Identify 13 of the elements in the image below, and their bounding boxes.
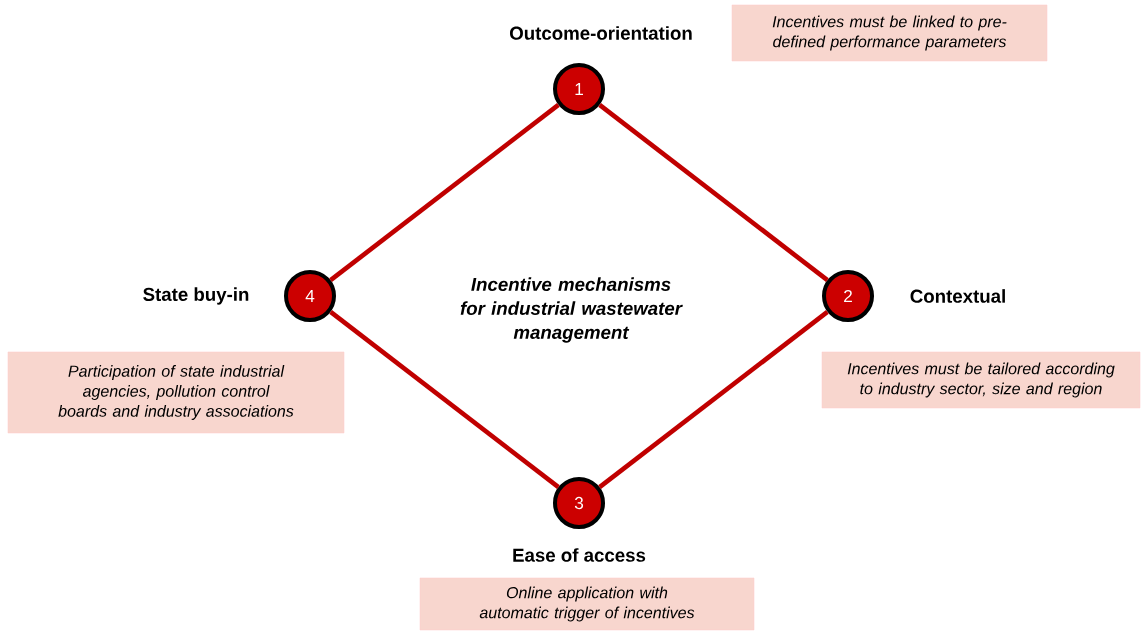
connector-line [598, 103, 829, 282]
description-box: Online application with automatic trigger of incentives [419, 577, 755, 631]
node-heading: Outcome-orientation [510, 26, 692, 40]
connector-line [329, 103, 560, 282]
node-heading: Ease of access [513, 548, 646, 562]
connector-line [329, 310, 560, 489]
description-box: Participation of state industrial agencies, pollution control boards and industry associations [7, 351, 345, 434]
center-text: Incentive mechanisms for industrial wastewater management [460, 277, 683, 343]
connector-line [598, 310, 829, 489]
node-heading: Contextual [910, 289, 1005, 303]
node-heading: State buy-in [143, 287, 249, 305]
description-box: Incentives must be linked to pre-defined performance parameters [731, 4, 1048, 62]
description-box: Incentives must be tailored according to industry sector, size and region [821, 351, 1141, 409]
